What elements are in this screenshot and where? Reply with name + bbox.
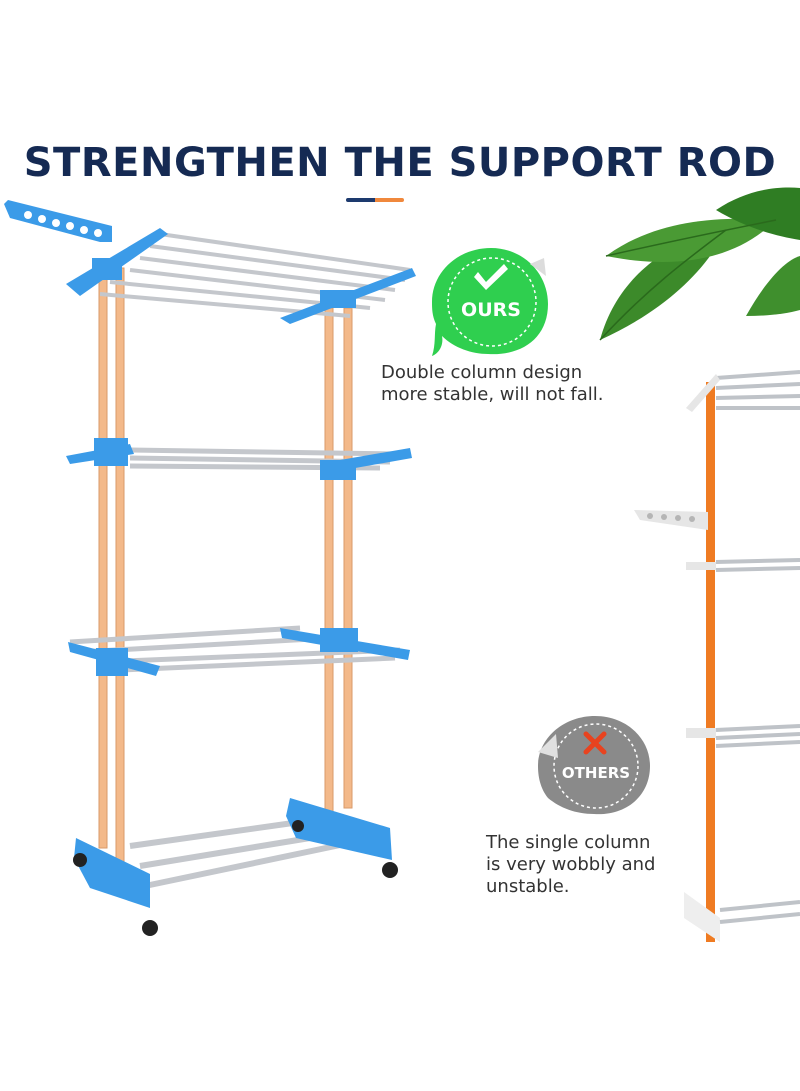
- ours-badge: OURS: [432, 248, 548, 356]
- wheeled-base: [73, 798, 398, 936]
- x-icon: [583, 731, 607, 755]
- others-badge: OTHERS: [538, 716, 650, 815]
- headline-underline: [346, 198, 404, 202]
- others-description-line: The single column: [486, 832, 651, 853]
- headline: STRENGTHEN THE SUPPORT ROD: [23, 140, 777, 186]
- others-badge-label: OTHERS: [562, 764, 630, 782]
- check-icon: [474, 264, 508, 290]
- side-hanger-arm: [634, 510, 708, 530]
- top-shelf: [66, 228, 416, 324]
- product-image-single-column-rack: [634, 370, 800, 942]
- product-image-double-column-rack: [4, 200, 416, 936]
- others-description: The single column is very wobbly and uns…: [486, 832, 706, 898]
- decorative-leaves-image: [599, 187, 800, 341]
- ours-badge-label: OURS: [461, 299, 521, 321]
- others-description-line: unstable.: [486, 876, 570, 897]
- others-description-line: is very wobbly and: [486, 854, 656, 875]
- side-hanger-arm: [4, 200, 112, 242]
- middle-shelf: [66, 438, 412, 480]
- ours-description: Double column design more stable, will n…: [381, 362, 681, 406]
- support-poles: [98, 267, 353, 889]
- lower-shelf: [68, 625, 410, 676]
- ours-description-line: more stable, will not fall.: [381, 384, 604, 405]
- ours-description-line: Double column design: [381, 362, 583, 383]
